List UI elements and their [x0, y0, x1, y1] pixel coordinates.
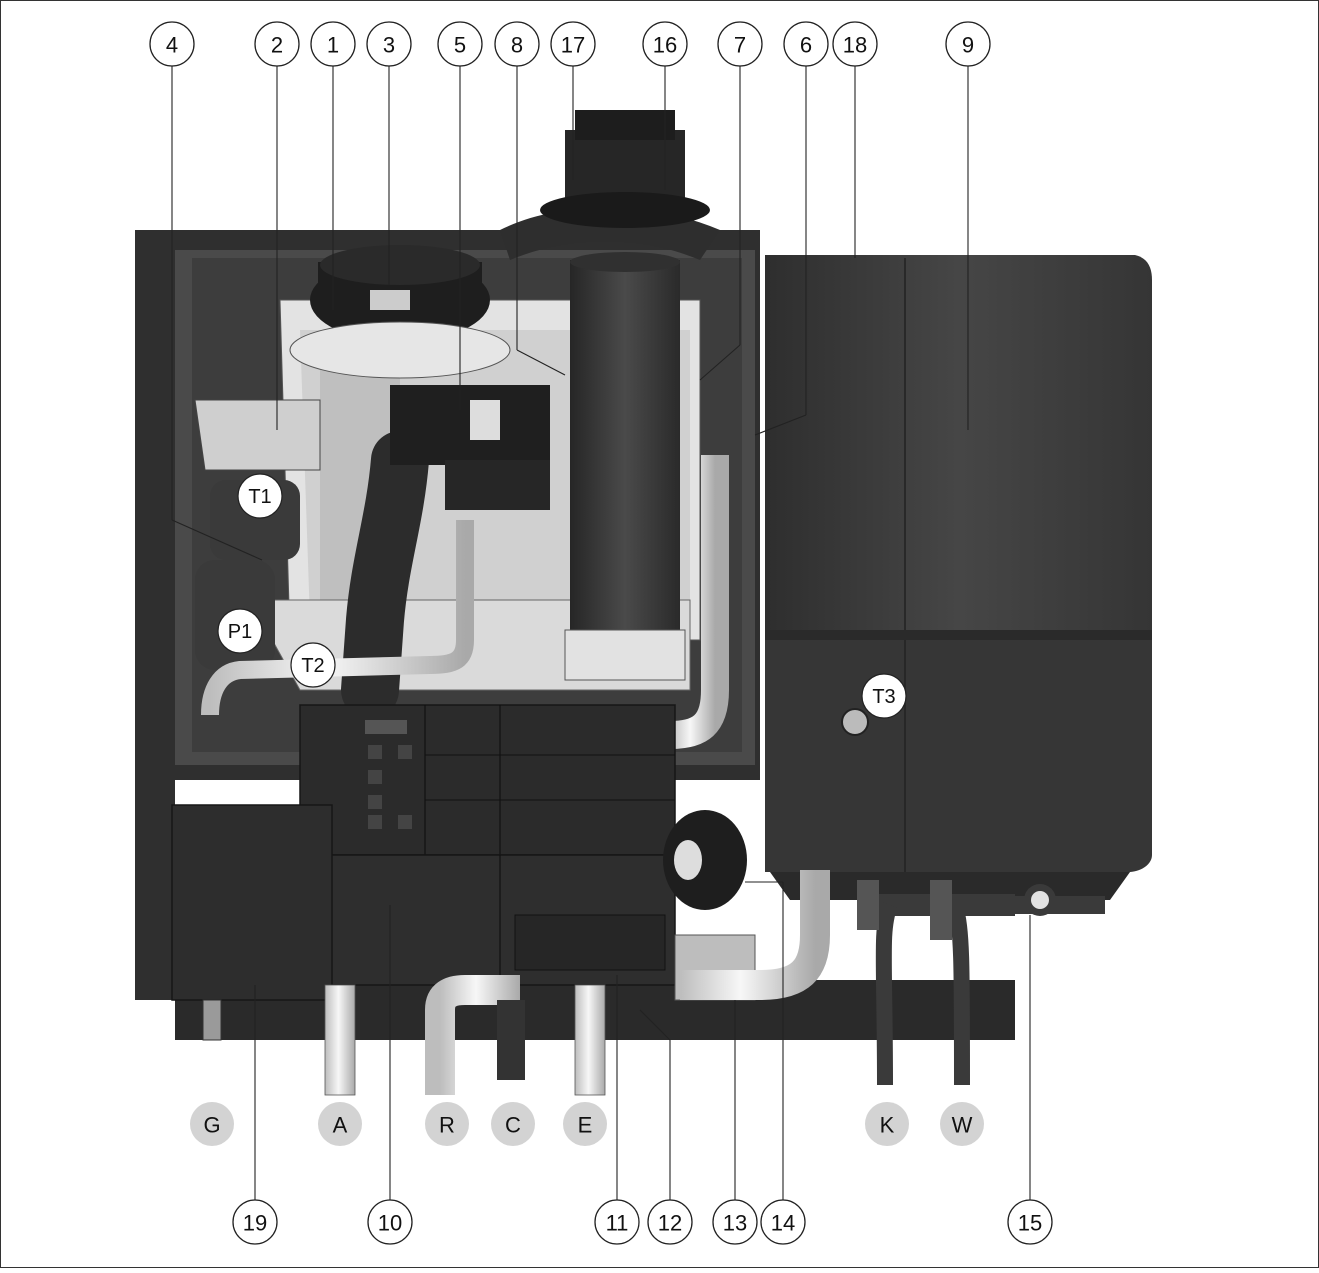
callout-3: 3: [366, 21, 412, 67]
connection-C: C: [491, 1102, 535, 1146]
connection-A: A: [318, 1102, 362, 1146]
callout-19: 19: [232, 1199, 278, 1245]
callout-14: 14: [760, 1199, 806, 1245]
svg-text:9: 9: [962, 33, 974, 58]
callout-4: 4: [149, 21, 195, 67]
sensor-T1: T1: [237, 473, 283, 519]
svg-text:18: 18: [843, 33, 867, 58]
flow-pipe: [669, 455, 729, 749]
svg-text:G: G: [203, 1113, 220, 1138]
dhw-pipe: [680, 870, 830, 1000]
callout-11: 11: [594, 1199, 640, 1245]
fan-unit: [289, 245, 511, 379]
storage-tank: [765, 255, 1152, 900]
callout-7: 7: [717, 21, 763, 67]
sensor-T3: T3: [861, 673, 907, 719]
svg-text:4: 4: [166, 33, 178, 58]
svg-text:10: 10: [378, 1211, 402, 1236]
svg-text:17: 17: [561, 33, 585, 58]
svg-text:7: 7: [734, 33, 746, 58]
svg-text:15: 15: [1018, 1211, 1042, 1236]
svg-text:T2: T2: [301, 655, 324, 677]
svg-text:13: 13: [723, 1211, 747, 1236]
callout-16: 16: [642, 21, 688, 67]
callout-18: 18: [832, 21, 878, 67]
sensor-P1: P1: [217, 608, 263, 654]
bottom-connections: [202, 975, 606, 1096]
svg-text:3: 3: [383, 33, 395, 58]
svg-text:5: 5: [454, 33, 466, 58]
callout-9: 9: [945, 21, 991, 67]
svg-text:P1: P1: [228, 621, 252, 643]
callout-1: 1: [310, 21, 356, 67]
callout-2: 2: [254, 21, 300, 67]
svg-text:11: 11: [606, 1211, 629, 1236]
intake-hose: [341, 431, 429, 719]
svg-text:12: 12: [658, 1211, 682, 1236]
svg-text:19: 19: [243, 1211, 267, 1236]
svg-text:8: 8: [511, 33, 523, 58]
sensor-T2: T2: [290, 642, 336, 688]
callout-8: 8: [494, 21, 540, 67]
leader-lines: [171, 66, 1031, 1200]
svg-text:W: W: [952, 1113, 973, 1138]
callout-10: 10: [367, 1199, 413, 1245]
ignition-unit: [390, 385, 550, 510]
svg-text:T1: T1: [248, 486, 271, 508]
svg-text:K: K: [880, 1113, 895, 1138]
callout-12: 12: [647, 1199, 693, 1245]
svg-text:2: 2: [271, 33, 283, 58]
connection-G: G: [190, 1102, 234, 1146]
callout-13: 13: [712, 1199, 758, 1245]
control-panel: [171, 704, 676, 1001]
svg-text:T3: T3: [872, 686, 895, 708]
svg-text:R: R: [439, 1113, 455, 1138]
callout-6: 6: [783, 21, 829, 67]
svg-text:E: E: [578, 1113, 593, 1138]
callout-15: 15: [1007, 1199, 1053, 1245]
svg-text:A: A: [333, 1113, 348, 1138]
connection-R: R: [425, 1102, 469, 1146]
valve-group: [857, 880, 1105, 1086]
callout-17: 17: [550, 21, 596, 67]
svg-text:6: 6: [800, 33, 812, 58]
callout-5: 5: [437, 21, 483, 67]
svg-text:1: 1: [327, 33, 339, 58]
connection-W: W: [940, 1102, 984, 1146]
svg-text:14: 14: [771, 1211, 795, 1236]
svg-text:C: C: [505, 1113, 521, 1138]
svg-text:16: 16: [653, 33, 677, 58]
connection-K: K: [865, 1102, 909, 1146]
connection-E: E: [563, 1102, 607, 1146]
